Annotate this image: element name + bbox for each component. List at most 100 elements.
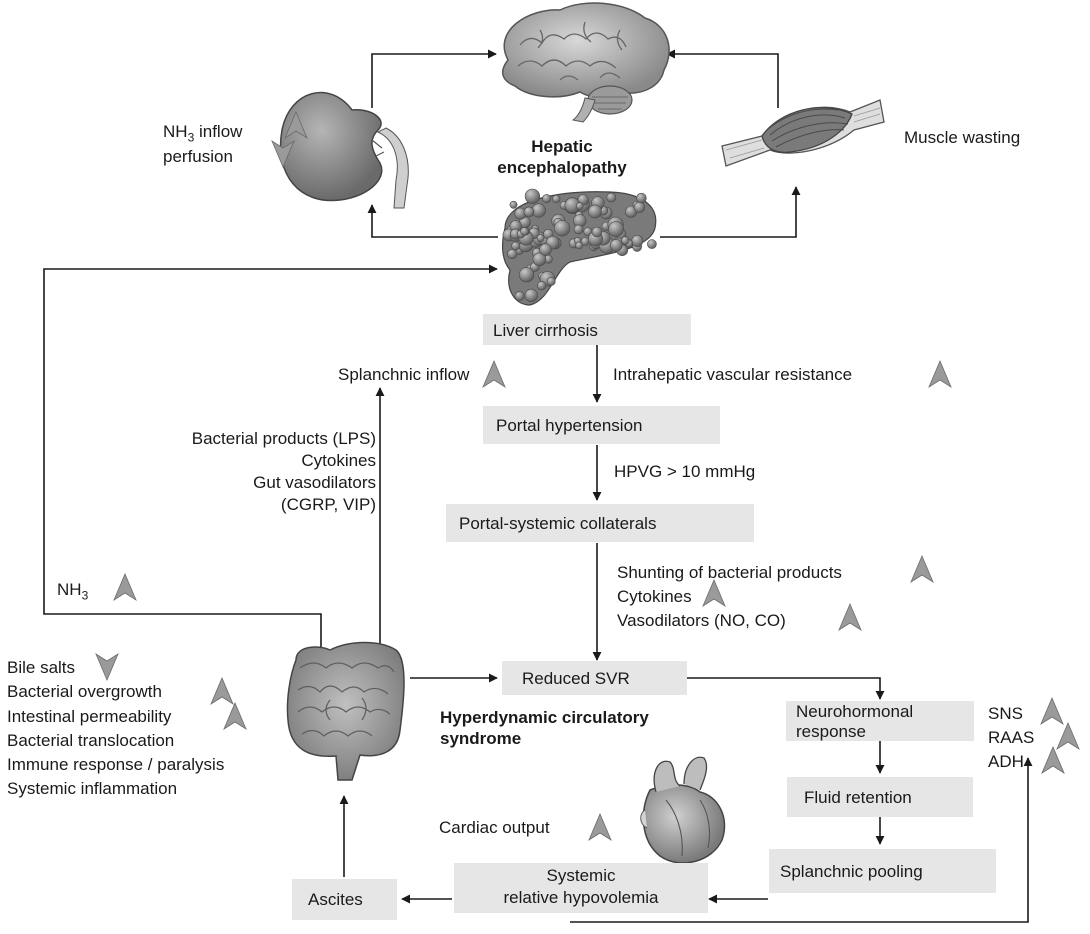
- mediator-line: Shunting of bacterial products: [617, 563, 842, 582]
- perfusion-label: perfusion: [163, 147, 233, 166]
- liver-nodule: [546, 276, 556, 286]
- liver-nodule: [536, 281, 547, 291]
- inflow-text: inflow: [194, 122, 243, 141]
- liver-nodule: [514, 291, 525, 301]
- adh-up-arrow: [1041, 745, 1065, 775]
- systemic-hypovolemia-box: Systemic relative hypovolemia: [454, 863, 708, 913]
- arrow-nh3-gut-to-liver: [43, 264, 498, 648]
- arrow-muscle-to-brain: [666, 49, 779, 108]
- liver-nodule: [606, 192, 617, 203]
- mediator-line: Gut vasodilators: [253, 473, 376, 492]
- intrahepatic-resistance-label: Intrahepatic vascular resistance: [613, 365, 853, 384]
- gut-effect-item: Bacterial translocation: [7, 730, 175, 750]
- liver-nodule: [575, 202, 584, 210]
- trend-indicators: [95, 110, 1080, 842]
- cardiac-output-label: Cardiac output: [439, 818, 550, 837]
- muscle-wasting-label: Muscle wasting: [904, 128, 1021, 147]
- muscle-illustration: [721, 99, 885, 167]
- mediator-line: Cytokines: [301, 451, 376, 470]
- gut-effect-up-arrow: [210, 676, 234, 706]
- arrow-liver-to-kidney: [367, 204, 498, 238]
- neurohormone-item: ADH: [988, 752, 1024, 771]
- gut-effect-up-arrow: [223, 701, 247, 731]
- liver-nodule: [647, 239, 657, 249]
- liver-nodule: [620, 236, 630, 245]
- mediator-line: Cytokines: [617, 587, 692, 606]
- liver-nodule: [608, 221, 624, 237]
- liver-nodule: [524, 288, 538, 303]
- ascites-box: Ascites: [292, 879, 397, 920]
- gut-effect-item: Bacterial overgrowth: [7, 682, 162, 702]
- neurohormonal-response-box: Neurohormonal response: [786, 701, 974, 741]
- mediator-line: Vasodilators (NO, CO): [617, 611, 786, 630]
- nh3-subscript: 3: [81, 588, 89, 603]
- liver-nodule: [553, 220, 571, 237]
- liver-nodule: [633, 201, 646, 213]
- perfusion-down-arrow: [271, 139, 295, 169]
- liver-nodule: [524, 188, 541, 204]
- box-line: Neurohormonal: [796, 702, 914, 721]
- hyperdynamic-syndrome-title: Hyperdynamic circulatory syndrome: [440, 707, 649, 749]
- shunting-mediators-label: Shunting of bacterial products Cytokines…: [617, 561, 842, 633]
- box-line: relative hypovolemia: [503, 888, 659, 907]
- nh3-subscript: 3: [187, 130, 195, 145]
- arrow-hypovolemia-to-neurohormones: [570, 757, 1033, 923]
- fluid-retention-box: Fluid retention: [787, 777, 973, 817]
- gut-mediators-label: Bacterial products (LPS) Cytokines Gut v…: [100, 428, 376, 516]
- connector-arrows: [43, 49, 1033, 923]
- splanchnic-inflow-up-arrow: [482, 359, 506, 389]
- gut-effect-item: Systemic inflammation: [7, 779, 178, 799]
- liver-nodule: [588, 204, 602, 219]
- liver-nodule: [536, 234, 545, 242]
- title-line: syndrome: [440, 729, 522, 748]
- liver-nodule: [509, 200, 518, 209]
- nh3-text: NH: [57, 580, 82, 599]
- liver-nodule: [539, 243, 552, 256]
- vasodilators-up-arrow: [838, 602, 862, 632]
- intrahepatic-resistance-up-arrow: [928, 359, 952, 389]
- hepatic-encephalopathy-title: Hepatic encephalopathy: [474, 136, 650, 178]
- liver-nodule: [518, 267, 535, 283]
- liver-nodule: [591, 226, 603, 238]
- collaterals-box: Portal-systemic collaterals: [446, 504, 754, 542]
- liver-nodule: [575, 241, 583, 250]
- liver-nodule: [636, 192, 647, 204]
- title-line: Hyperdynamic circulatory: [440, 708, 649, 727]
- neurohormone-list: SNS RAAS ADH: [988, 702, 1034, 774]
- nh3-gut-label: NH3: [57, 579, 88, 606]
- reduced-svr-box: Reduced SVR: [502, 661, 687, 695]
- intestine-illustration: [286, 641, 405, 781]
- liver-cirrhosis-box: Liver cirrhosis: [483, 314, 691, 345]
- liver-nodule: [609, 239, 623, 252]
- portal-hypertension-box: Portal hypertension: [483, 406, 720, 444]
- raas-up-arrow: [1056, 721, 1080, 751]
- liver-nodule: [573, 224, 584, 235]
- box-line: Systemic: [546, 866, 616, 885]
- title-line: encephalopathy: [497, 158, 627, 177]
- liver-nodule: [552, 194, 561, 204]
- liver-nodule: [507, 248, 518, 260]
- gut-effect-item: Intestinal permeability: [7, 706, 172, 726]
- brain-illustration: [501, 2, 670, 123]
- liver-illustration: [502, 188, 657, 306]
- mediator-line: Bacterial products (LPS): [191, 429, 376, 448]
- splanchnic-pooling-box: Splanchnic pooling: [769, 849, 996, 893]
- liver-nodule: [523, 206, 535, 218]
- neurohormone-item: RAAS: [988, 728, 1035, 747]
- liver-nodule: [520, 227, 529, 236]
- liver-nodule: [511, 241, 521, 251]
- nh3-text: NH: [163, 122, 188, 141]
- gut-effect-item: Bile salts: [7, 658, 76, 677]
- splanchnic-inflow-label: Splanchnic inflow: [338, 365, 470, 384]
- kidney-illustration: [279, 91, 409, 209]
- hpvg-label: HPVG > 10 mmHg: [614, 462, 756, 481]
- gut-effect-down-arrow: [95, 652, 119, 682]
- arrow-svr-to-neurohormonal: [687, 677, 885, 700]
- cytokines-up-arrow: [702, 578, 726, 608]
- arrow-liver-to-muscle: [660, 186, 801, 238]
- liver-nodule: [542, 194, 552, 204]
- shunting-up-arrow: [910, 554, 934, 584]
- sns-up-arrow: [1040, 696, 1064, 726]
